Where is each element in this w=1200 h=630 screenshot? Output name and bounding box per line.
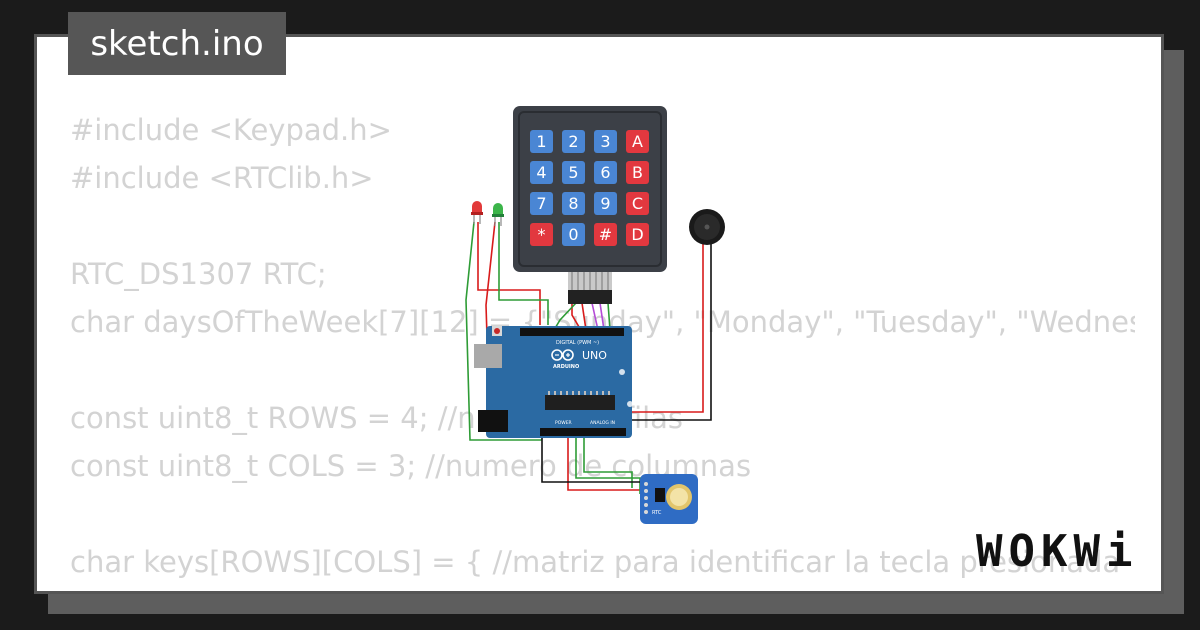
rtc-chip — [655, 488, 665, 502]
code-line: #include <RTClib.h> — [70, 161, 374, 195]
wokwi-logo-icon[interactable]: WOKWi — [976, 525, 1151, 579]
keypad-connector — [568, 290, 612, 304]
board-name: UNO — [582, 349, 607, 362]
keypad-key-label: 9 — [600, 194, 610, 213]
wire-led-gnd — [465, 221, 542, 441]
wire-green-led — [498, 222, 549, 325]
analog-label: ANALOG IN — [590, 420, 615, 426]
buzzer-icon[interactable] — [689, 209, 725, 245]
code-line: #include <Keypad.h> — [70, 113, 392, 147]
keypad-key-label: 2 — [568, 132, 578, 151]
keypad-key-star[interactable]: * — [530, 223, 553, 246]
keypad-key-label: 0 — [568, 225, 578, 244]
rtc-ds1307-module[interactable]: RTC — [640, 474, 698, 524]
keypad-key-9[interactable]: 9 — [594, 192, 617, 215]
wire-rtc-green — [575, 430, 641, 494]
code-block: #include <Keypad.h> #include <RTClib.h> RT… — [70, 106, 1135, 591]
digital-header — [520, 328, 624, 336]
keypad-key-3[interactable]: 3 — [594, 130, 617, 153]
keypad-key-5[interactable]: 5 — [562, 161, 585, 184]
power-analog-header — [540, 428, 626, 436]
keypad-key-label: D — [631, 225, 643, 244]
keypad-key-8[interactable]: 8 — [562, 192, 585, 215]
board-brand: ARDUINO — [553, 364, 579, 370]
keypad-key-a[interactable]: A — [626, 130, 649, 153]
wire-rtc-red — [567, 430, 648, 491]
power-label: POWER — [555, 420, 572, 426]
atmega-chip — [545, 395, 615, 410]
keypad-key-2[interactable]: 2 — [562, 130, 585, 153]
filename-tab[interactable]: sketch.ino — [68, 12, 286, 75]
power-jack — [478, 410, 508, 432]
keypad-key-c[interactable]: C — [626, 192, 649, 215]
wire-keypad-5 — [607, 302, 611, 331]
wire-keypad-3 — [591, 302, 599, 331]
keypad-key-d[interactable]: D — [626, 223, 649, 246]
wire-red-led — [477, 222, 541, 325]
keypad-key-1[interactable]: 1 — [530, 130, 553, 153]
red-led-icon[interactable] — [471, 201, 483, 224]
code-line: char keys[ROWS][COLS] = { //matriz para … — [70, 545, 1121, 579]
wire-keypad-2 — [581, 302, 587, 331]
keypad-key-0[interactable]: 0 — [562, 223, 585, 246]
keypad-4x4[interactable]: 1 2 3 A 4 5 6 B 7 8 9 C * 0 # D — [513, 106, 667, 304]
logo-text: WOKWi — [976, 526, 1139, 577]
keypad-key-label: 8 — [568, 194, 578, 213]
keypad-key-label: B — [632, 163, 643, 182]
wire-rtc-green-2 — [583, 430, 633, 488]
keypad-key-4[interactable]: 4 — [530, 161, 553, 184]
usb-port — [474, 344, 502, 368]
keypad-key-b[interactable]: B — [626, 161, 649, 184]
keypad-key-label: A — [632, 132, 643, 151]
keypad-key-label: 3 — [600, 132, 610, 151]
keypad-key-label: 6 — [600, 163, 610, 182]
arduino-uno-board[interactable]: DIGITAL (PWM ~) UNO ARDUINO POWER ANALOG… — [474, 326, 633, 438]
keypad-key-label: * — [538, 225, 546, 244]
filename-label: sketch.ino — [90, 23, 264, 64]
keypad-key-label: 1 — [536, 132, 546, 151]
keypad-key-7[interactable]: 7 — [530, 192, 553, 215]
keypad-key-label: C — [632, 194, 643, 213]
keypad-key-label: # — [599, 225, 612, 244]
rtc-label: RTC — [652, 510, 662, 516]
arduino-logo-icon — [551, 349, 574, 361]
digital-label: DIGITAL (PWM ~) — [556, 340, 599, 346]
code-line: char daysOfTheWeek[7][12] = {"Sunday", "… — [70, 305, 1135, 339]
code-line: RTC_DS1307 RTC; — [70, 257, 327, 291]
keypad-key-label: 4 — [536, 163, 546, 182]
wire-keypad-4 — [599, 302, 605, 331]
green-led-icon[interactable] — [492, 203, 504, 226]
keypad-key-hash[interactable]: # — [594, 223, 617, 246]
keypad-key-6[interactable]: 6 — [594, 161, 617, 184]
keypad-key-label: 5 — [568, 163, 578, 182]
keypad-key-label: 7 — [536, 194, 546, 213]
